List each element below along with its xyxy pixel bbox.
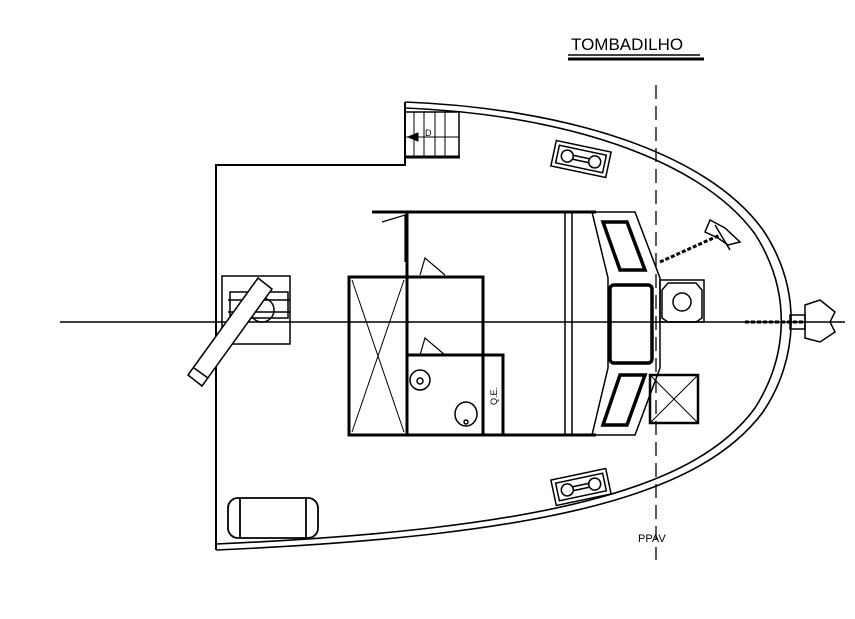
ppav-label: PPAV (638, 533, 666, 545)
deckhouse (372, 210, 661, 437)
stairs (404, 111, 460, 159)
window-center (608, 283, 654, 365)
winch (659, 279, 705, 323)
hatch-fwd (648, 373, 700, 425)
crane (186, 275, 291, 388)
anchor-bow-icon (745, 299, 836, 343)
hull-outline (215, 101, 792, 551)
bollard-bottom (550, 467, 612, 507)
toilet-icon (454, 401, 478, 427)
arrow-left-icon (406, 132, 419, 142)
liferaft (227, 497, 319, 539)
window-upper (600, 220, 648, 272)
anchor-upper-icon (659, 218, 742, 264)
sink-icon (409, 369, 431, 391)
hatch (347, 275, 505, 437)
bollard-top (550, 139, 612, 179)
drawing-title: TOMBADILHO (571, 35, 683, 54)
electrical-panel-label: Q.E. (489, 387, 499, 405)
stair-direction-label: D (425, 128, 432, 138)
window-lower (600, 373, 648, 427)
